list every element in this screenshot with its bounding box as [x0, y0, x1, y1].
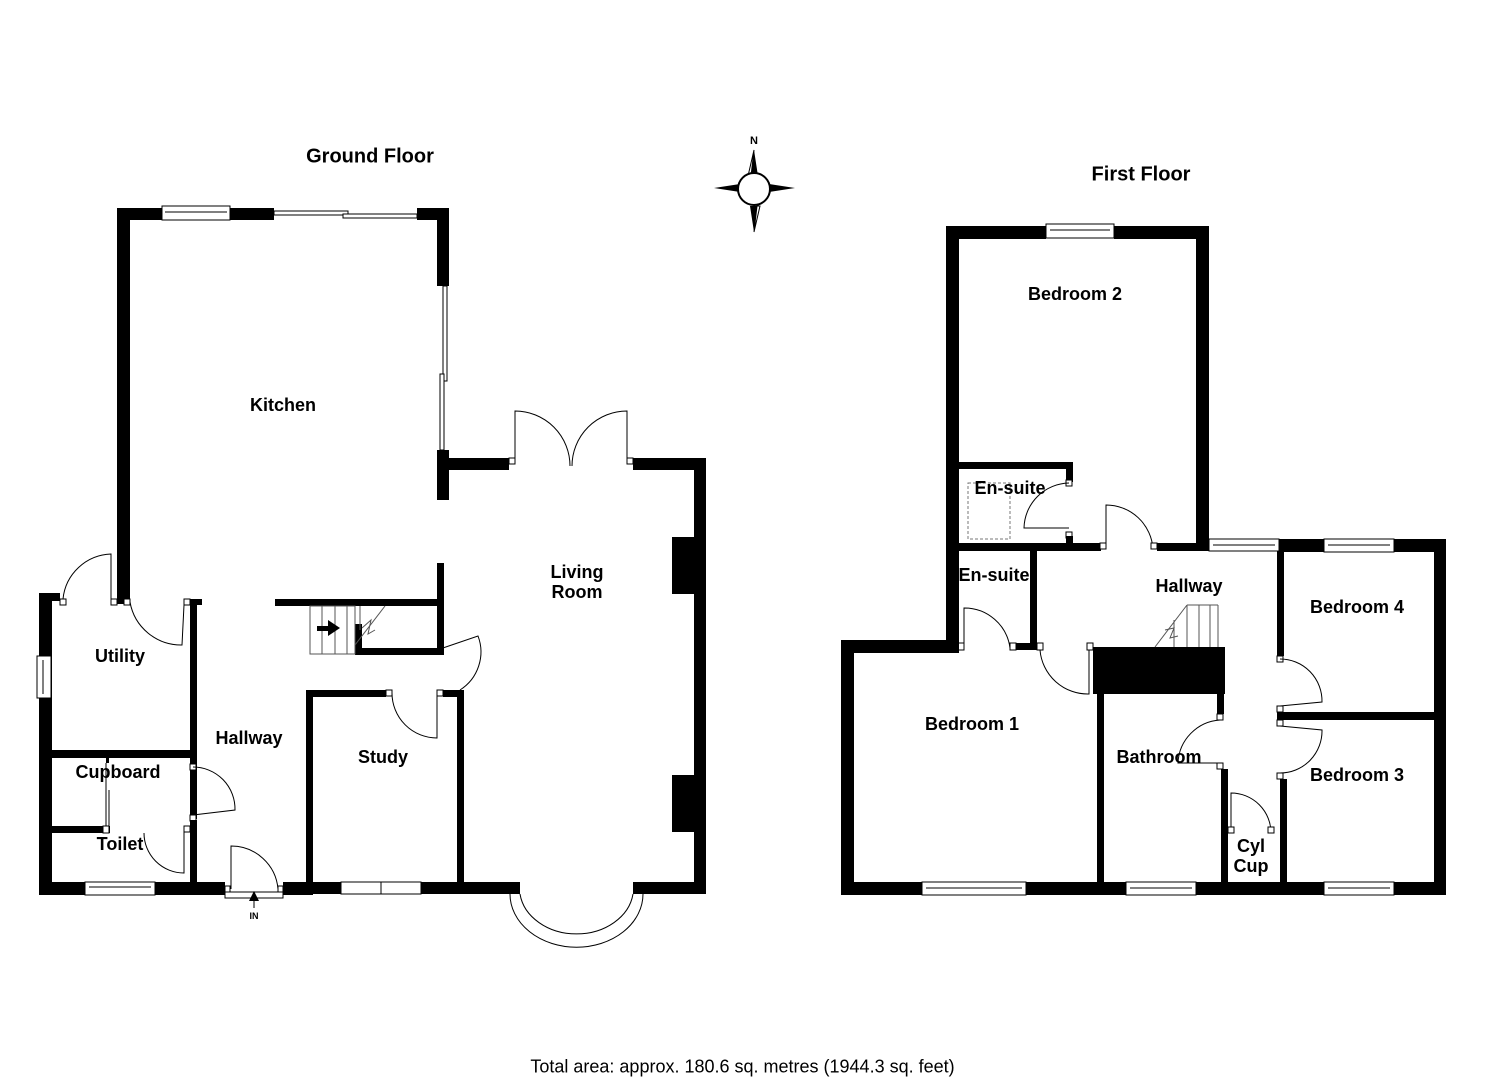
compass-rose-icon [714, 149, 795, 233]
window [340, 881, 382, 895]
room-label-cupboard: Cupboard [75, 762, 161, 782]
chimney-breast [672, 775, 694, 832]
staircase [309, 605, 386, 655]
staircase [1154, 604, 1219, 648]
kitchen-west-wall [117, 208, 130, 604]
sliding-door [273, 210, 349, 216]
bedroom-2-door [1105, 504, 1154, 550]
wall-segment [437, 208, 449, 286]
window [1045, 223, 1115, 239]
room-label-ensuite-lower: En-suite [958, 565, 1030, 585]
room-label-kitchen: Kitchen [249, 395, 317, 415]
first-floor-title: First Floor [1091, 163, 1191, 186]
room-label-living-room: Living Room [551, 562, 604, 602]
wall-segment [117, 208, 162, 220]
room-label-cylinder-cupboard: Cyl Cup [1234, 836, 1269, 876]
bedroom-1-door [1039, 649, 1090, 695]
room-label-cyl-line2: Cup [1233, 856, 1269, 876]
bedroom-4-door [1279, 658, 1323, 707]
cupboard-door [192, 766, 236, 816]
utility-external-door [62, 553, 112, 600]
study-door [391, 692, 438, 739]
entrance-label: IN [249, 911, 259, 921]
chimney-breast [672, 537, 694, 594]
room-label-bathroom: Bathroom [1116, 747, 1202, 767]
room-label-toilet: Toilet [96, 834, 144, 854]
cylinder-cupboard-door [1230, 792, 1272, 834]
room-label-bedroom-4: Bedroom 4 [1309, 597, 1405, 617]
room-label-utility: Utility [94, 646, 146, 666]
ground-floor-plan [36, 205, 706, 948]
ensuite-upper-door [1023, 482, 1070, 529]
stair-direction-arrow-icon [317, 620, 340, 636]
window [36, 655, 52, 699]
room-label-living-room-line2: Room [551, 582, 603, 602]
room-label-bedroom-3: Bedroom 3 [1309, 765, 1405, 785]
ground-floor-title: Ground Floor [306, 145, 434, 168]
wall-segment [230, 208, 274, 220]
room-label-bedroom-2: Bedroom 2 [1027, 284, 1123, 304]
room-label-living-room-line1: Living [550, 562, 604, 582]
first-floor-plan [841, 223, 1446, 896]
stair-void [1093, 647, 1225, 694]
room-label-ground-hallway: Hallway [215, 728, 283, 748]
room-label-ensuite-upper: En-suite [974, 478, 1046, 498]
utility-inner-door [129, 601, 185, 646]
shower-tray [967, 482, 1011, 540]
french-door-right [571, 410, 628, 467]
sliding-door [442, 285, 448, 382]
living-room-door [436, 635, 482, 691]
bay-window [509, 893, 644, 948]
bedroom-3-door [1279, 725, 1323, 774]
compass-north-label: N [750, 135, 758, 147]
room-label-cyl-line1: Cyl [1236, 836, 1265, 856]
room-label-bedroom-1: Bedroom 1 [924, 714, 1020, 734]
room-label-first-hallway: Hallway [1155, 576, 1223, 596]
front-door [230, 845, 279, 890]
window [84, 881, 156, 896]
entrance-arrow-icon [249, 891, 259, 901]
french-door-left [514, 410, 571, 467]
ensuite-lower-door [963, 607, 1011, 649]
window [161, 205, 231, 221]
room-label-study: Study [357, 747, 409, 767]
bathroom-door [1177, 719, 1221, 764]
total-area-caption: Total area: approx. 180.6 sq. metres (19… [530, 1056, 955, 1077]
toilet-door [143, 832, 185, 874]
